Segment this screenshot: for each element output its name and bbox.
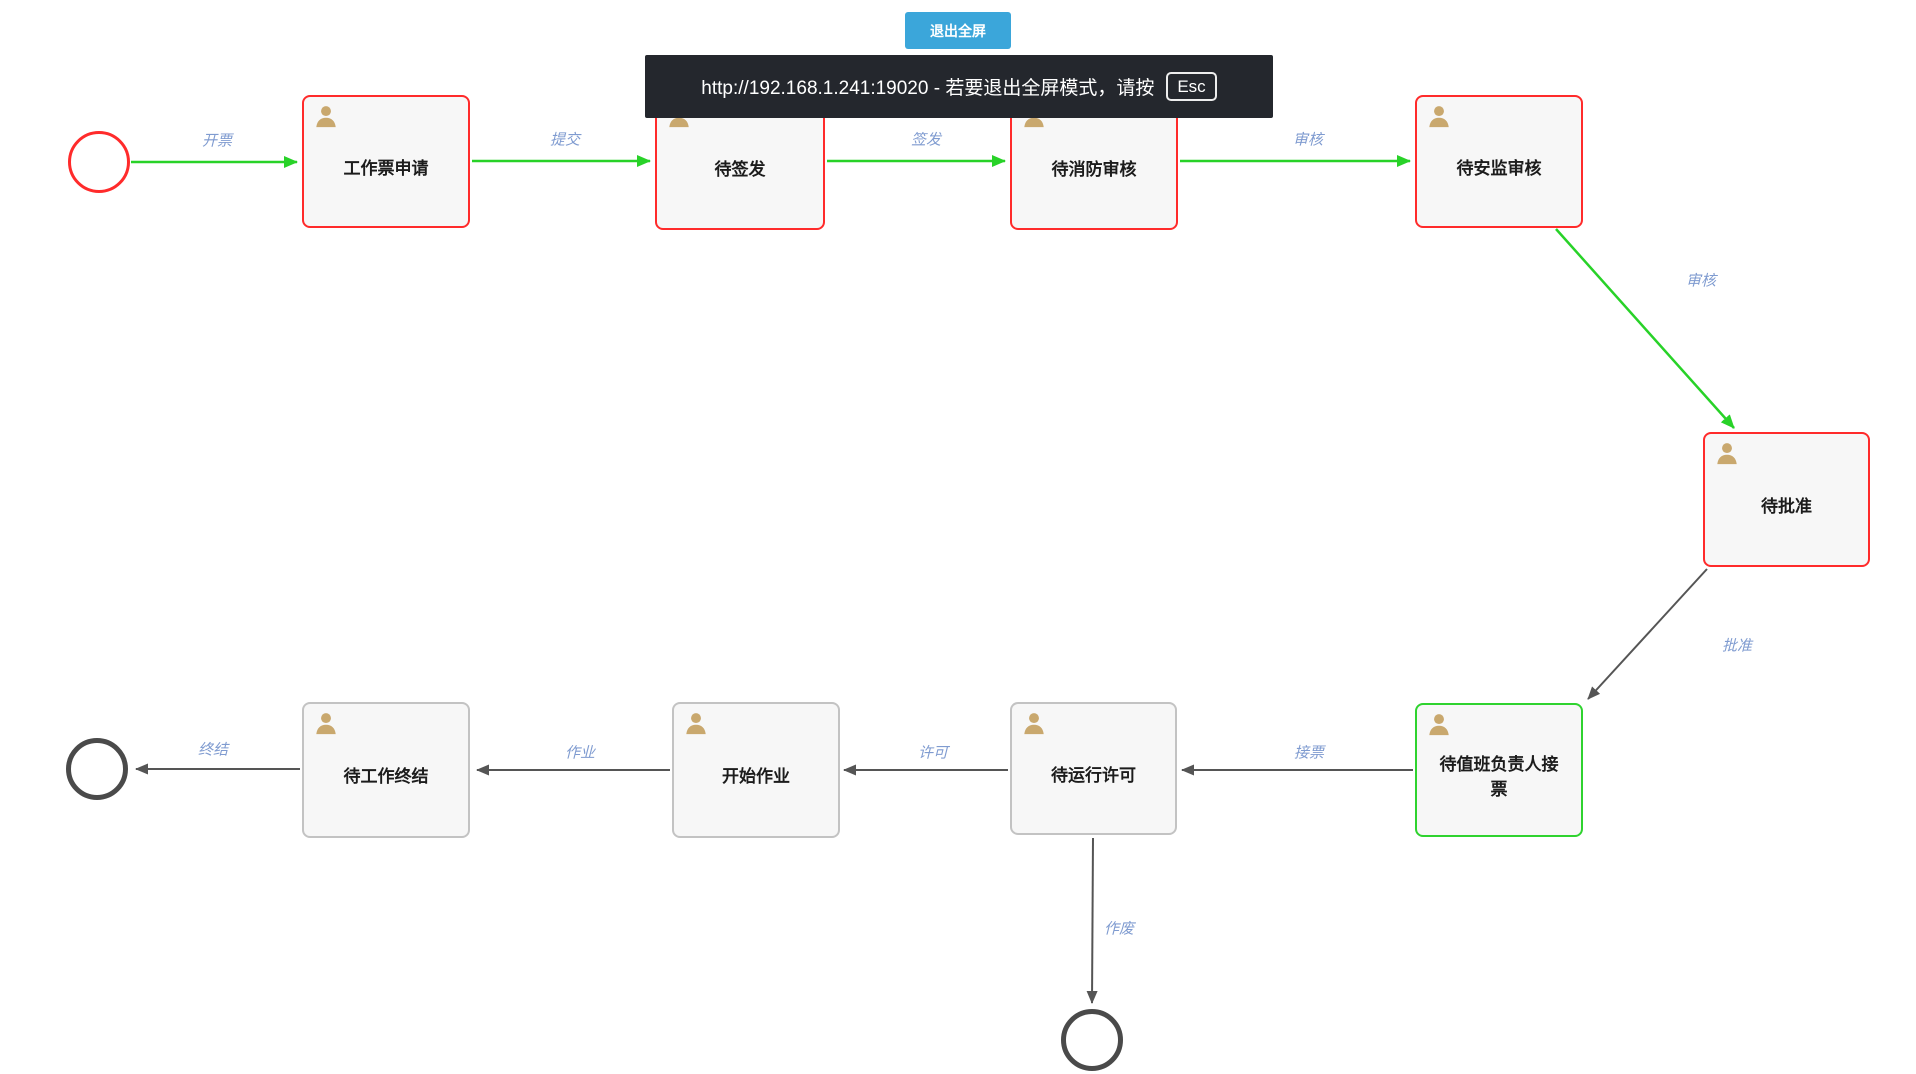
edge-label-qianfa: 签发 <box>910 131 942 149</box>
node-label: 待安监审核 <box>1456 158 1542 178</box>
node-pending-duty-leader-accept[interactable]: 待值班负责人接票 <box>1415 703 1583 837</box>
edge-label-shenhe-2: 审核 <box>1685 272 1717 290</box>
node-label: 待消防审核 <box>1051 159 1137 179</box>
person-icon <box>1024 713 1044 735</box>
node-label: 开始作业 <box>722 767 790 787</box>
edge-label-tijiao: 提交 <box>549 131 581 149</box>
esc-key-chip: Esc <box>1166 71 1217 102</box>
fullscreen-toast-message: http://192.168.1.241:19020 - 若要退出全屏模式，请按 <box>701 78 1155 99</box>
edge-label-kaipiao: 开票 <box>201 132 233 150</box>
edge-label-xuke: 许可 <box>917 744 949 762</box>
node-pending-approval[interactable]: 待批准 <box>1703 432 1870 567</box>
person-icon <box>1717 443 1737 465</box>
person-icon <box>316 106 336 128</box>
node-work-ticket-apply[interactable]: 工作票申请 <box>302 95 470 228</box>
person-icon <box>686 713 706 735</box>
end-node-circle-left[interactable] <box>66 738 128 800</box>
person-icon <box>316 713 336 735</box>
node-pending-safety-review[interactable]: 待安监审核 <box>1415 95 1583 228</box>
node-label: 工作票申请 <box>343 158 429 178</box>
edge-label-shenhe-1: 审核 <box>1292 131 1324 149</box>
edge-label-zhongjie: 终结 <box>197 741 229 759</box>
node-pending-run-permit[interactable]: 待运行许可 <box>1010 702 1177 835</box>
person-icon <box>1429 106 1449 128</box>
edge-label-pizhun: 批准 <box>1721 637 1753 655</box>
node-label: 待签发 <box>714 159 766 179</box>
edge-label-zuoye: 作业 <box>564 744 596 762</box>
exit-fullscreen-button[interactable]: 退出全屏 <box>905 12 1011 49</box>
node-label: 待运行许可 <box>1051 765 1136 785</box>
edge-shenhe-2 <box>1555 228 1735 429</box>
node-pending-work-end[interactable]: 待工作终结 <box>302 702 470 838</box>
person-icon <box>1429 714 1449 736</box>
node-label: 待工作终结 <box>343 767 429 787</box>
node-label: 待批准 <box>1761 496 1812 516</box>
edge-label-jiepiao: 接票 <box>1293 744 1325 762</box>
edge-zuofei <box>1086 837 1098 1004</box>
node-label: 待值班负责人接票 <box>1439 754 1559 800</box>
start-node-circle[interactable] <box>68 131 130 193</box>
end-node-circle-bottom[interactable] <box>1061 1009 1123 1071</box>
edge-label-zuofei: 作废 <box>1103 920 1135 938</box>
edge-pizhun <box>1587 568 1708 700</box>
fullscreen-toast: http://192.168.1.241:19020 - 若要退出全屏模式，请按… <box>645 55 1273 118</box>
node-start-work[interactable]: 开始作业 <box>672 702 840 838</box>
